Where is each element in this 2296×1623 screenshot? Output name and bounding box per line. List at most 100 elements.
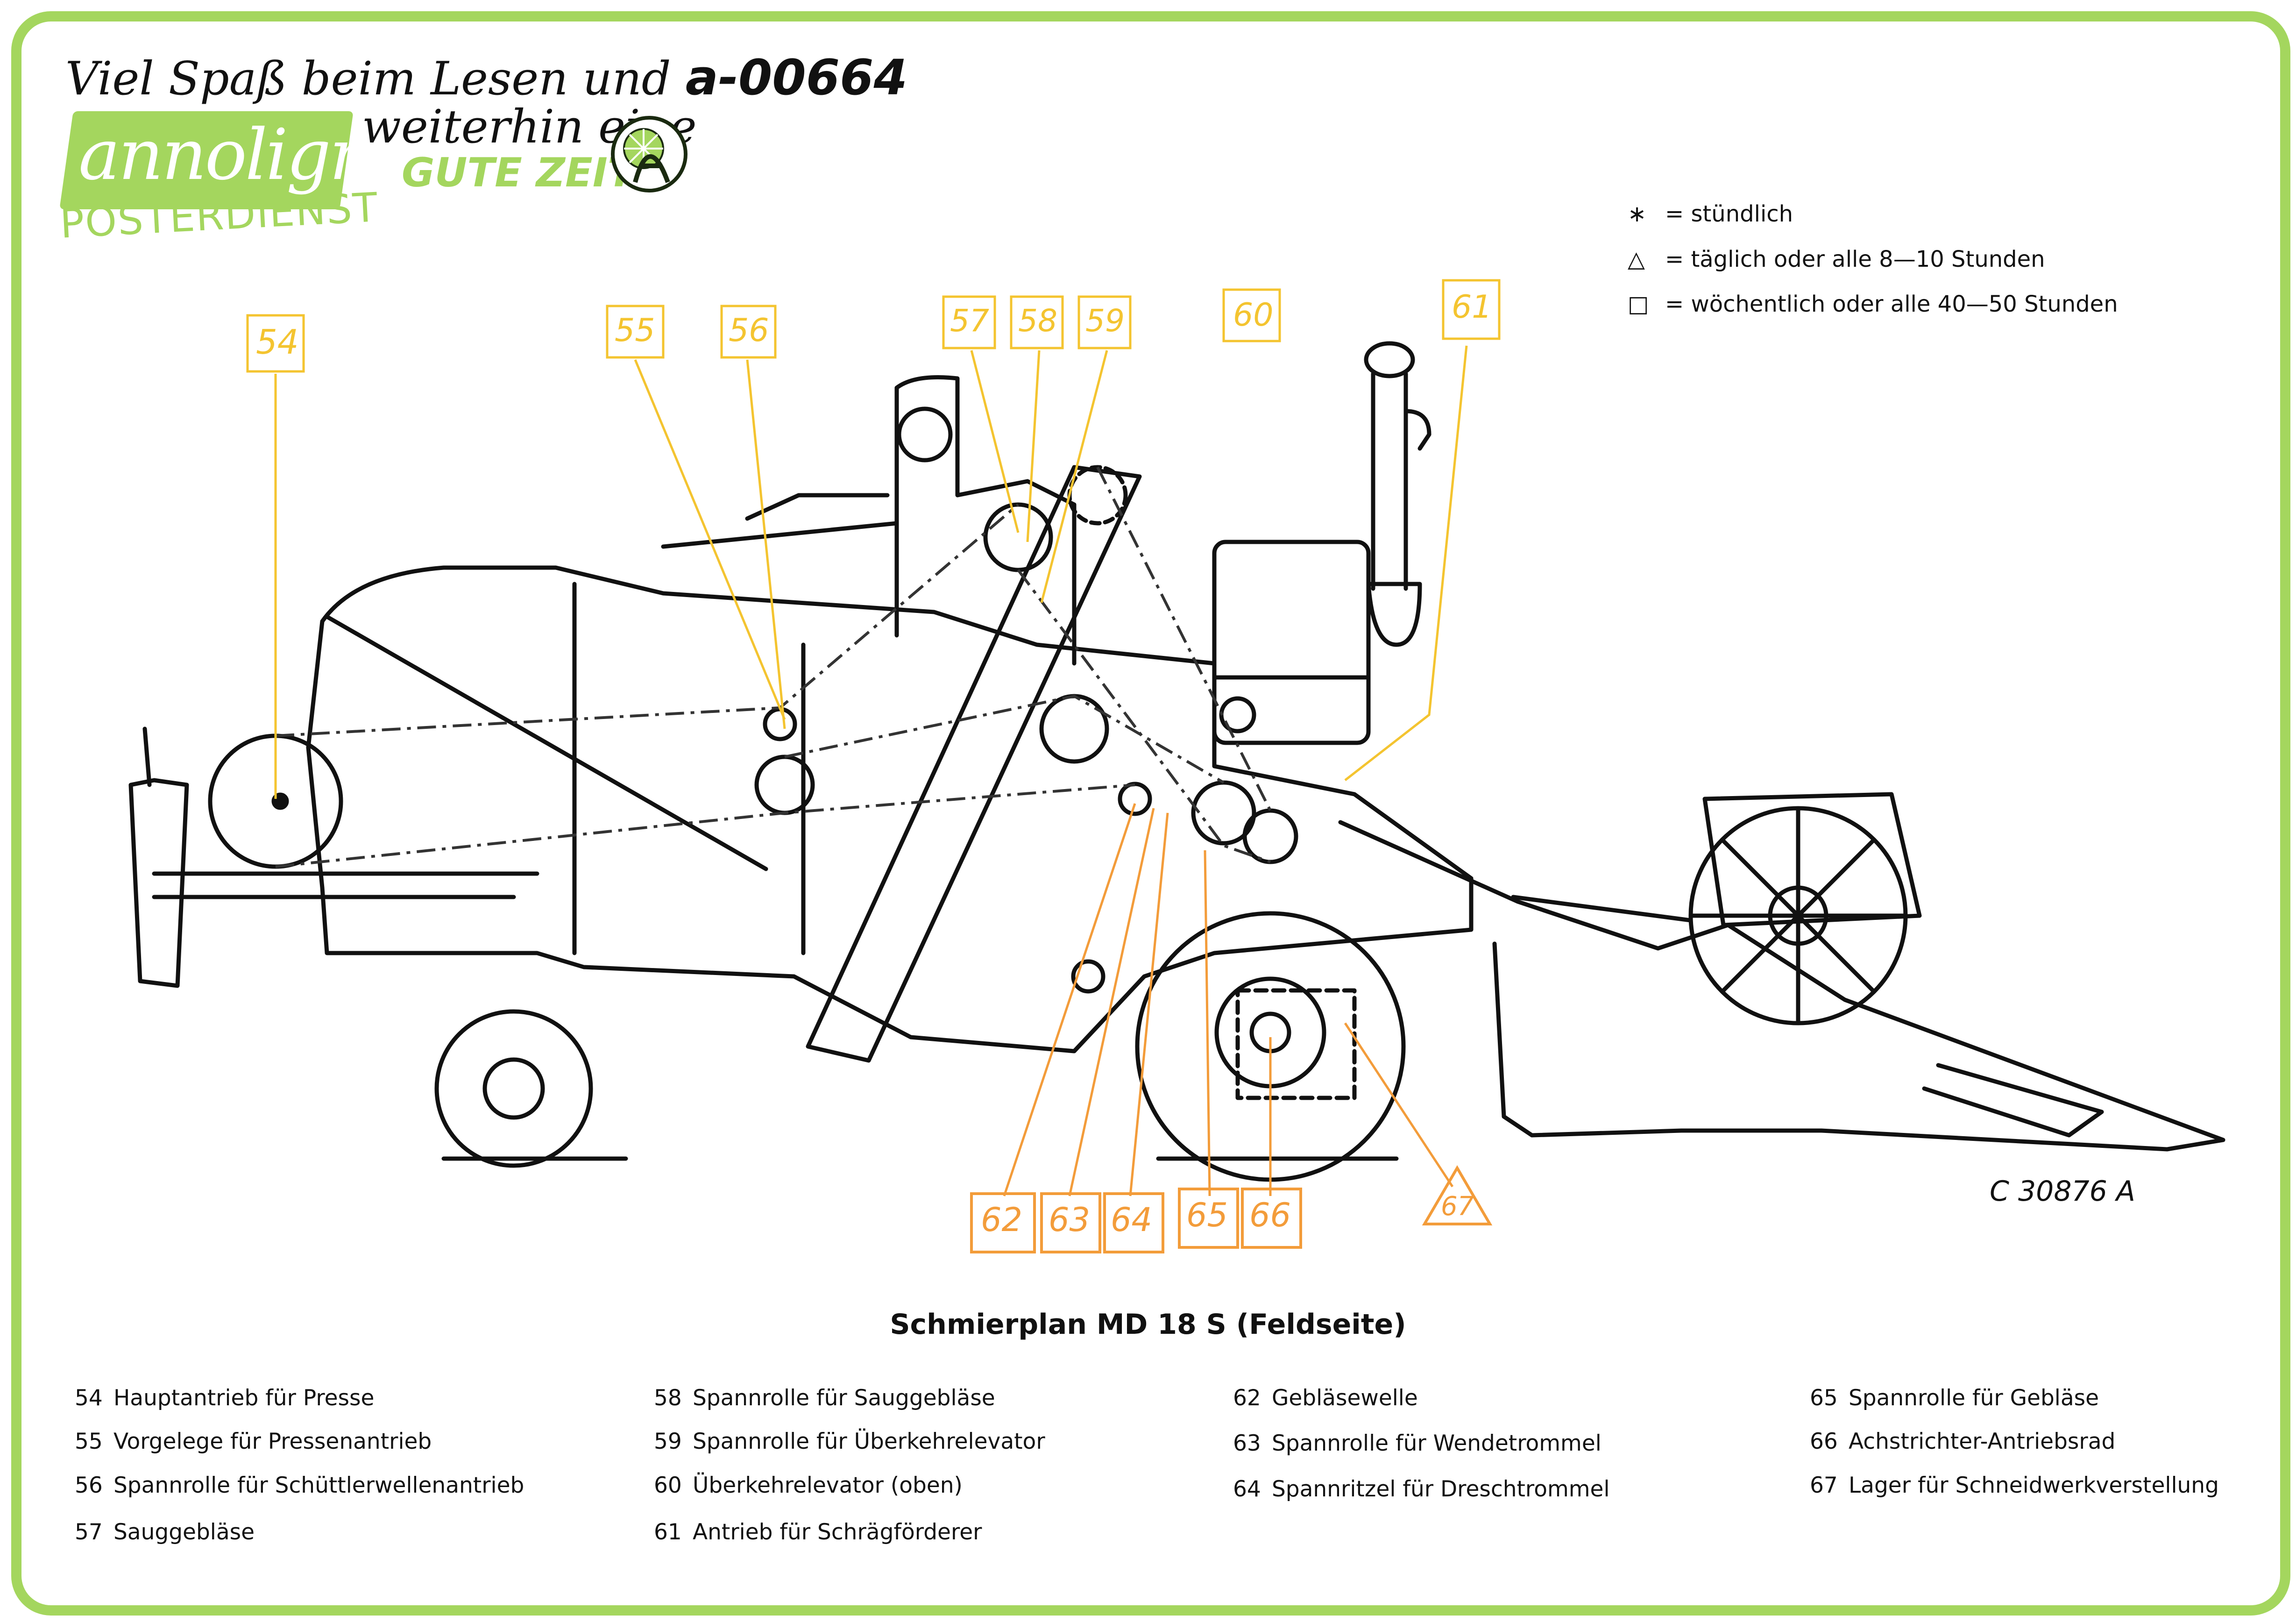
press-spring bbox=[142, 726, 152, 787]
callout-66: 66 bbox=[1249, 1196, 1291, 1234]
list-item: 55 Vorgelege für Pressenantrieb bbox=[75, 1429, 432, 1454]
item-number: 65 bbox=[1810, 1385, 1838, 1411]
item-number: 55 bbox=[75, 1429, 103, 1454]
callout-67: 67 bbox=[1441, 1191, 1474, 1222]
item-number: 58 bbox=[654, 1385, 682, 1411]
callout-54: 54 bbox=[256, 322, 299, 362]
rear-wheel-hub bbox=[482, 1057, 545, 1120]
elevator-head-pulley bbox=[1067, 465, 1128, 526]
item-text: Überkehrelevator (oben) bbox=[692, 1473, 963, 1498]
asterisk-icon: ∗ bbox=[1628, 201, 1647, 227]
shaker-pulley bbox=[1071, 959, 1105, 994]
item-text: Spannrolle für Schüttlerwellenantrieb bbox=[113, 1473, 524, 1498]
blower-tower bbox=[894, 375, 1077, 666]
reel-spokes bbox=[1688, 806, 1908, 1025]
engine-cap bbox=[1219, 696, 1256, 733]
diagonal-strut bbox=[325, 614, 768, 871]
hopper-outline bbox=[661, 521, 899, 633]
legend-weekly-text: = wöchentlich oder alle 40—50 Stunden bbox=[1665, 291, 2118, 317]
list-item: 56 Spannrolle für Schüttlerwellenantrieb bbox=[75, 1473, 524, 1498]
list-item: 62 Gebläsewelle bbox=[1233, 1385, 1418, 1411]
item-number: 63 bbox=[1233, 1431, 1261, 1456]
item-number: 66 bbox=[1810, 1429, 1838, 1454]
press-frame-left bbox=[128, 778, 189, 988]
item-text: Achstrichter-Antriebsrad bbox=[1848, 1429, 2116, 1454]
callout-61: 61 bbox=[1452, 289, 1492, 326]
item-number: 62 bbox=[1233, 1385, 1261, 1411]
list-item: 59 Spannrolle für Überkehrelevator bbox=[654, 1429, 1045, 1454]
item-number: 60 bbox=[654, 1473, 682, 1498]
item-number: 61 bbox=[654, 1519, 682, 1545]
legend-daily-text: = täglich oder alle 8—10 Stunden bbox=[1665, 246, 2045, 272]
banner-line1-text: Viel Spaß beim Lesen und bbox=[65, 52, 671, 106]
reel-frame bbox=[1702, 792, 1922, 927]
callout-63: 63 bbox=[1049, 1201, 1091, 1239]
item-number: 59 bbox=[654, 1429, 682, 1454]
list-item: 61 Antrieb für Schrägförderer bbox=[654, 1519, 982, 1545]
item-text: Sauggebläse bbox=[113, 1519, 255, 1545]
intermediate-pulley bbox=[1039, 694, 1109, 764]
list-item: 64 Spannritzel für Dreschtrommel bbox=[1233, 1476, 1610, 1502]
banner-line1: Viel Spaß beim Lesen und a-00664 bbox=[65, 49, 907, 106]
plan-title: Schmierplan MD 18 S (Feldseite) bbox=[890, 1308, 1406, 1341]
list-item: 58 Spannrolle für Sauggebläse bbox=[654, 1385, 995, 1411]
air-filter-stack bbox=[1371, 371, 1408, 591]
tension-pulley-56 bbox=[763, 707, 797, 741]
list-item: 65 Spannrolle für Gebläse bbox=[1810, 1385, 2099, 1411]
rear-wheel bbox=[434, 1009, 593, 1168]
item-text: Antrieb für Schrägförderer bbox=[692, 1519, 982, 1545]
callout-57: 57 bbox=[950, 303, 989, 339]
drawing-reference: C 30876 A bbox=[1990, 1175, 2135, 1208]
legend-hourly-text: = stündlich bbox=[1665, 201, 1793, 227]
body-outline bbox=[306, 565, 1474, 1054]
item-text: Lager für Schneidwerkverstellung bbox=[1848, 1473, 2219, 1498]
square-icon: □ bbox=[1628, 291, 1649, 317]
air-filter-pipe bbox=[1403, 409, 1431, 451]
item-text: Spannrolle für Gebläse bbox=[1848, 1385, 2099, 1411]
list-item: 54 Hauptantrieb für Presse bbox=[75, 1385, 374, 1411]
list-item: 66 Achstrichter-Antriebsrad bbox=[1810, 1429, 2115, 1454]
legend-weekly: □ = wöchentlich oder alle 40—50 Stunden bbox=[1628, 291, 2118, 317]
item-text: Spannrolle für Sauggebläse bbox=[692, 1385, 995, 1411]
callout-55: 55 bbox=[615, 312, 655, 349]
hopper-rim bbox=[745, 493, 890, 521]
item-number: 67 bbox=[1810, 1473, 1838, 1498]
list-item: 57 Sauggebläse bbox=[75, 1519, 255, 1545]
blower-pulley-62 bbox=[1242, 808, 1298, 864]
item-number: 56 bbox=[75, 1473, 103, 1498]
air-filter-bowl bbox=[1366, 582, 1422, 647]
elevator-chute bbox=[806, 465, 1142, 1063]
blower-top-pulley bbox=[897, 406, 953, 463]
leader-lines-yellow bbox=[274, 345, 1468, 799]
poster-frame bbox=[11, 11, 2290, 1616]
annoligno-seal-icon bbox=[611, 116, 687, 192]
triangle-icon: △ bbox=[1628, 246, 1645, 272]
divider-point bbox=[1922, 1063, 2104, 1138]
item-text: Spannrolle für Überkehrelevator bbox=[692, 1429, 1045, 1454]
legend-daily: △ = täglich oder alle 8—10 Stunden bbox=[1628, 246, 2045, 272]
callout-64: 64 bbox=[1111, 1201, 1153, 1239]
item-number: 64 bbox=[1233, 1476, 1261, 1502]
engine-block bbox=[1212, 540, 1371, 745]
item-text: Spannrolle für Wendetrommel bbox=[1271, 1431, 1602, 1456]
callout-58: 58 bbox=[1018, 303, 1057, 339]
callout-65: 65 bbox=[1186, 1196, 1228, 1234]
item-text: Hauptantrieb für Presse bbox=[113, 1385, 375, 1411]
item-number: 54 bbox=[75, 1385, 103, 1411]
list-item: 63 Spannrolle für Wendetrommel bbox=[1233, 1431, 1602, 1456]
tension-roller-63 bbox=[1118, 782, 1152, 816]
list-item: 67 Lager für Schneidwerkverstellung bbox=[1810, 1473, 2219, 1498]
item-number: 57 bbox=[75, 1519, 103, 1545]
callout-59: 59 bbox=[1085, 303, 1125, 339]
item-text: Spannritzel für Dreschtrommel bbox=[1271, 1476, 1610, 1502]
air-filter-cap bbox=[1364, 341, 1415, 378]
header-linkage bbox=[1511, 895, 1693, 923]
callout-60: 60 bbox=[1233, 297, 1274, 334]
main-drive-hub bbox=[271, 792, 289, 810]
legend-hourly: ∗ = stündlich bbox=[1628, 201, 1793, 227]
header-body bbox=[1338, 820, 2225, 1152]
callout-boxes-bottom bbox=[970, 1165, 1493, 1253]
item-text: Vorgelege für Pressenantrieb bbox=[113, 1429, 432, 1454]
vertical-struts bbox=[572, 582, 806, 955]
